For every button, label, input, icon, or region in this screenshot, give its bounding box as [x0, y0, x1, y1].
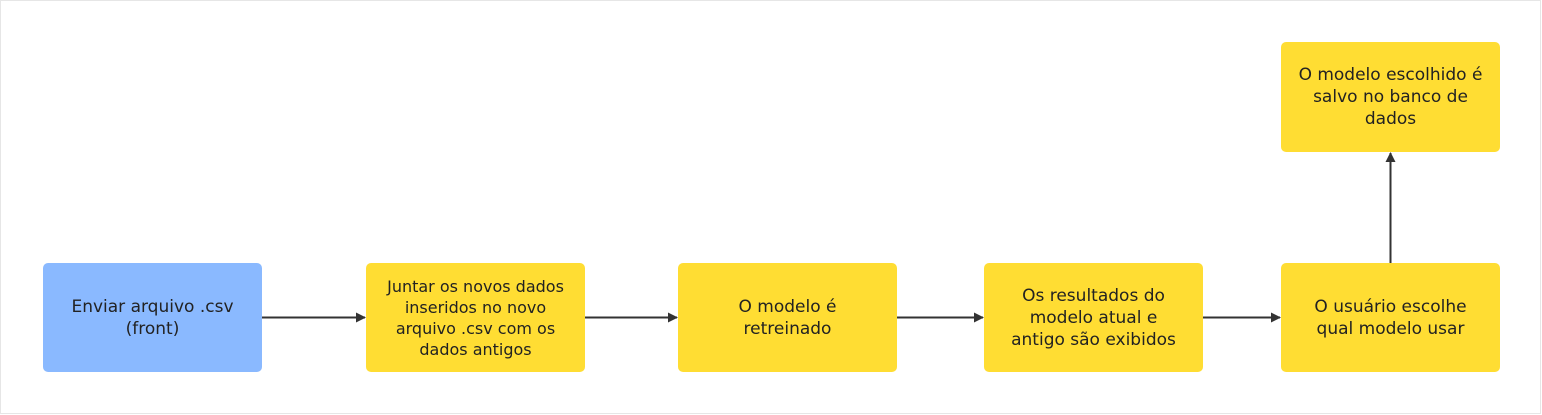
- node-send-csv-label: Enviar arquivo .csv (front): [71, 296, 234, 339]
- node-retrain-label: O modelo é retreinado: [738, 296, 837, 339]
- node-choose-model-label: O usuário escolhe qual modelo usar: [1314, 296, 1467, 339]
- node-save-model-label: O modelo escolhido é salvo no banco de d…: [1298, 65, 1483, 129]
- node-retrain[interactable]: O modelo é retreinado: [678, 263, 897, 372]
- node-show-results-label: Os resultados do modelo atual e antigo s…: [1011, 285, 1176, 350]
- node-send-csv[interactable]: Enviar arquivo .csv (front): [43, 263, 262, 372]
- node-merge-data-label: Juntar os novos dados inseridos no novo …: [387, 276, 564, 359]
- node-save-model[interactable]: O modelo escolhido é salvo no banco de d…: [1281, 42, 1500, 152]
- node-choose-model[interactable]: O usuário escolhe qual modelo usar: [1281, 263, 1500, 372]
- node-show-results[interactable]: Os resultados do modelo atual e antigo s…: [984, 263, 1203, 372]
- node-merge-data[interactable]: Juntar os novos dados inseridos no novo …: [366, 263, 585, 372]
